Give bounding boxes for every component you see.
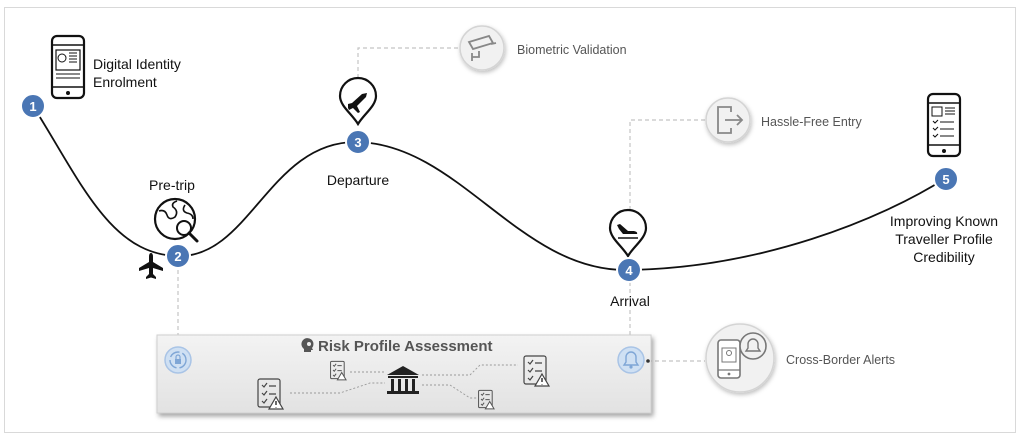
step-2-label: Pre-trip [149, 177, 195, 193]
journey-path [32, 105, 947, 271]
step-5-label-text: Improving Known Traveller Profile Credib… [889, 213, 999, 265]
government-building-icon [387, 366, 419, 394]
step-4-marker: 4 [616, 257, 642, 283]
bell-icon [617, 346, 645, 374]
hassle-free-entry-label: Hassle-Free Entry [761, 115, 862, 129]
step-5-marker: 5 [933, 166, 959, 192]
cross-border-alerts-label: Cross-Border Alerts [786, 353, 896, 367]
risk-head-icon [301, 338, 314, 352]
step-1-number: 1 [29, 99, 36, 114]
step-4-number: 4 [625, 263, 633, 278]
step-1-label: Digital Identity Enrolment [93, 55, 213, 91]
step-5-label: Improving Known Traveller Profile Credib… [874, 212, 1014, 266]
step-2-number: 2 [174, 249, 181, 264]
airplane-icon [139, 253, 163, 279]
phone-id-card-icon [50, 34, 86, 100]
step-3-marker: 3 [345, 129, 371, 155]
checklist-warning-icon [330, 360, 347, 381]
connector-dot [646, 359, 650, 363]
step-1-marker: 1 [20, 93, 46, 119]
step-3-number: 3 [354, 135, 361, 150]
phone-bell-icon [705, 323, 775, 393]
departure-pin-icon [338, 76, 378, 127]
risk-links [290, 364, 518, 399]
security-camera-icon [459, 25, 505, 71]
globe-search-icon [153, 197, 199, 243]
checklist-warning-icon [478, 389, 495, 410]
dashed-connectors [177, 47, 705, 362]
step-1-label-text: Digital Identity Enrolment [93, 56, 181, 90]
cycle-lock-icon [164, 346, 192, 374]
step-5-number: 5 [942, 172, 949, 187]
checklist-warning-icon [257, 378, 285, 410]
checklist-warning-icon [523, 355, 551, 387]
phone-checklist-icon [926, 92, 962, 158]
biometric-validation-label: Biometric Validation [517, 43, 627, 57]
step-2-marker: 2 [165, 243, 191, 269]
arrival-pin-icon [608, 208, 648, 259]
step-3-label: Departure [326, 172, 390, 188]
exit-door-icon [705, 97, 751, 143]
step-4-label: Arrival [610, 293, 650, 309]
risk-profile-title: Risk Profile Assessment [318, 338, 493, 355]
